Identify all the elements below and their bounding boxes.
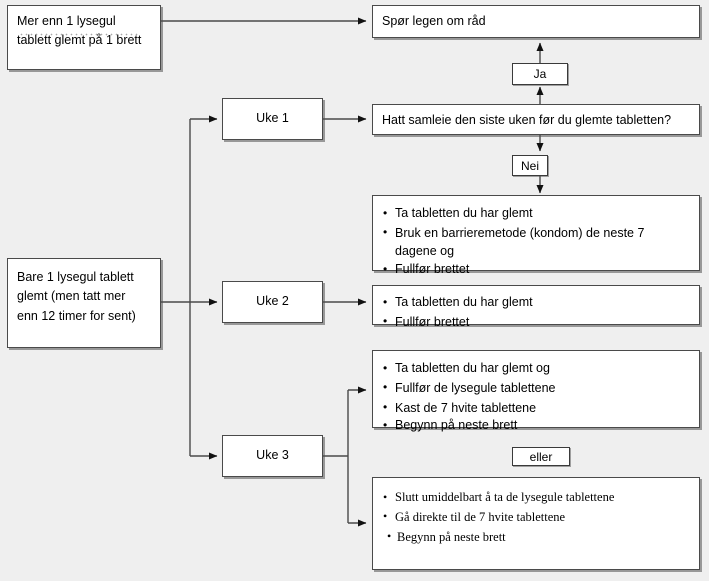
list-item: Fullfør brettet [382, 312, 690, 332]
list-item: Kast de 7 hvite tablettene [382, 398, 690, 418]
node-action-week1-no: Ta tabletten du har glemt Bruk en barrie… [372, 195, 700, 278]
action-week1-no-continuation: dagene og [395, 243, 455, 258]
missed-more-line1: Mer enn 1 lysegul [17, 14, 116, 28]
text-artifact [19, 32, 139, 37]
label-or-text: eller [529, 449, 553, 464]
node-action-week2: Ta tabletten du har glemt Fullfør brette… [372, 285, 700, 330]
list-item: Begynn på neste brett [382, 527, 690, 547]
node-week-1: Uke 1 [222, 98, 323, 140]
label-no: Nei [512, 155, 548, 176]
list-item: Ta tabletten du har glemt [382, 204, 690, 223]
node-week-3: Uke 3 [222, 435, 323, 477]
list-item: Begynn på neste brett [382, 416, 690, 435]
list-item: Fullfør brettet [382, 260, 690, 279]
label-yes-text: Ja [533, 67, 547, 81]
week-3-text: Uke 3 [256, 448, 289, 463]
node-question-intercourse: Hatt samleie den siste uken før du glemt… [372, 104, 700, 135]
missed-one-line2: glemt (men tatt mer [17, 289, 126, 304]
question-text: Hatt samleie den siste uken før du glemt… [382, 113, 672, 127]
missed-one-line1: Bare 1 lysegul tablett [17, 270, 134, 284]
action-week3-b-list: Slutt umiddelbart å ta de lysegule table… [382, 488, 690, 546]
action-week3-a-list: Ta tabletten du har glemt og Fullfør de … [382, 359, 690, 435]
label-or: eller [512, 447, 570, 466]
label-no-text: Nei [520, 158, 539, 173]
list-item: Gå direkte til de 7 hvite tablettene [382, 507, 690, 527]
label-yes: Ja [512, 63, 568, 85]
node-week-2: Uke 2 [222, 281, 323, 323]
list-item: Bruk en barrieremetode (kondom) de neste… [382, 223, 690, 243]
week-2-text: Uke 2 [256, 294, 289, 309]
node-missed-one: Bare 1 lysegul tablett glemt (men tatt m… [7, 258, 161, 348]
node-missed-more-than-one: Mer enn 1 lysegul tablett glemt på 1 bre… [7, 5, 161, 70]
node-ask-doctor: Spør legen om råd [372, 5, 700, 38]
missed-one-line3: enn 12 timer for sent) [17, 308, 136, 323]
ask-doctor-text: Spør legen om råd [382, 14, 486, 28]
node-action-week3-option-a: Ta tabletten du har glemt og Fullfør de … [372, 350, 700, 434]
action-week1-no-list: Ta tabletten du har glemt Bruk en barrie… [382, 204, 690, 243]
list-item: Ta tabletten du har glemt og [382, 359, 690, 378]
action-week1-no-list-cont: Fullfør brettet [382, 260, 690, 279]
list-item: Ta tabletten du har glemt [382, 293, 690, 312]
node-action-week3-option-b: Slutt umiddelbart å ta de lysegule table… [372, 477, 700, 570]
list-item: Slutt umiddelbart å ta de lysegule table… [382, 488, 690, 507]
list-item: Fullfør de lysegule tablettene [382, 378, 690, 398]
action-week2-list: Ta tabletten du har glemt Fullfør brette… [382, 293, 690, 332]
week-1-text: Uke 1 [256, 111, 289, 126]
